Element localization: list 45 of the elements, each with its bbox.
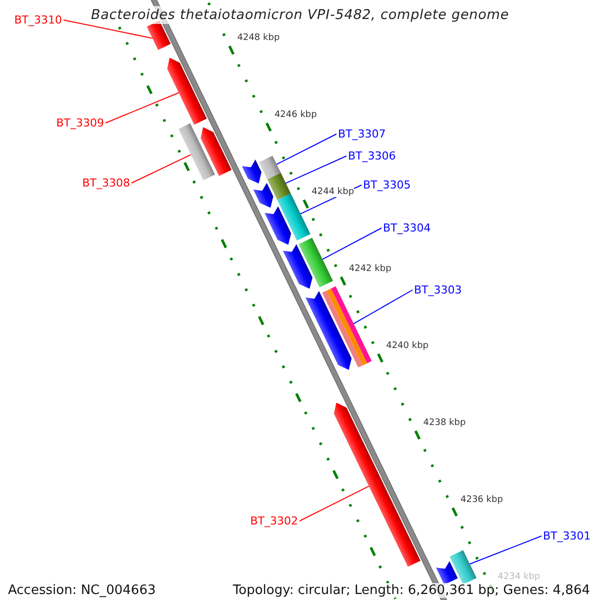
- gene-bar: [436, 561, 458, 585]
- leader-line: [353, 290, 413, 324]
- scale-label: 4246 kbp: [274, 110, 317, 120]
- gene-label: BT_3302: [249, 514, 299, 528]
- gene-label: BT_3301: [542, 530, 592, 542]
- leader-line: [285, 156, 347, 184]
- gene-label: BT_3310: [13, 14, 63, 26]
- gene-bar: [298, 238, 333, 288]
- gene-bar: [282, 244, 312, 289]
- gene-bar: [450, 550, 477, 584]
- gene-bar: [253, 182, 274, 208]
- leader-line: [322, 228, 382, 260]
- gene-label: BT_3306: [347, 150, 397, 162]
- gene-bar: [259, 156, 281, 180]
- gene-bar: [322, 286, 372, 368]
- gene-bar: [264, 206, 292, 245]
- gene-label: BT_3307: [337, 128, 387, 140]
- leader-line: [276, 134, 337, 165]
- gene-bar: [178, 123, 215, 180]
- gene-bar: [242, 160, 262, 184]
- leader-line: [469, 536, 542, 565]
- scale-label: 4248 kbp: [237, 33, 280, 44]
- leader-line: [131, 154, 192, 184]
- leader-line: [63, 20, 153, 39]
- scale-label: 4242 kbp: [348, 264, 392, 274]
- gene-bar: [267, 172, 291, 200]
- info-text: Accession: NC_004663: [6, 583, 158, 598]
- gene-label: BT_3309: [55, 116, 105, 130]
- info-text: Topology: circular; Length: 6,260,361 bp; Genes: 4,864: [230, 583, 592, 598]
- scale-label: 4236 kbp: [460, 495, 503, 506]
- scale-label: 4238 kbp: [423, 418, 466, 428]
- gene-label: BT_3305: [362, 178, 412, 192]
- scale-label: 4234 kbp: [498, 572, 540, 582]
- scale-label: 4240 kbp: [386, 341, 428, 352]
- gene-label: BT_3303: [413, 284, 463, 296]
- gene-bar: [334, 402, 420, 567]
- gene-bar: [277, 194, 310, 241]
- gene-label: BT_3308: [81, 176, 131, 190]
- scale-label: 4244 kbp: [312, 187, 354, 198]
- leader-line: [105, 92, 180, 124]
- gene-label: BT_3304: [382, 222, 432, 234]
- gene-bar: [200, 127, 232, 176]
- gene-bar: [306, 291, 352, 370]
- gene-bar: [167, 58, 207, 125]
- leader-line: [299, 486, 370, 522]
